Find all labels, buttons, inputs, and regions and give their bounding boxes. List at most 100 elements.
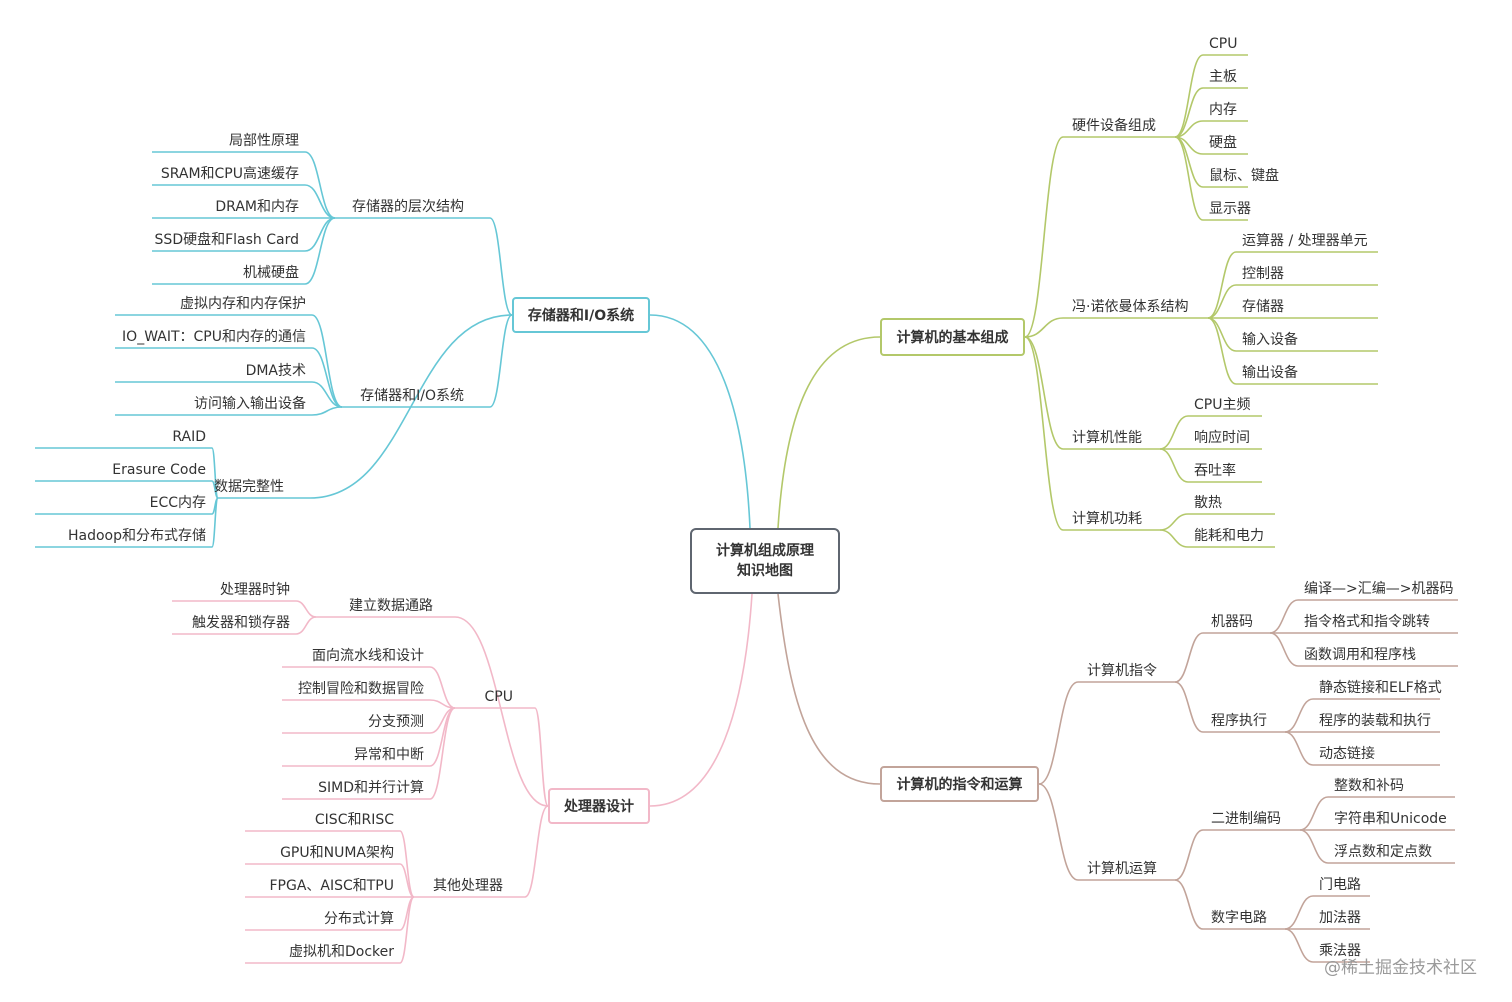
leaf-node[interactable]: IO_WAIT：CPU和内存的通信 (122, 329, 306, 345)
instruction-subgroup[interactable]: 程序执行 (1211, 713, 1267, 729)
leaf-node[interactable]: 机械硬盘 (243, 265, 299, 281)
leaf-node[interactable]: 散热 (1194, 495, 1222, 511)
connector-line (534, 707, 549, 807)
leaf-node[interactable]: 编译—>汇编—>机器码 (1304, 581, 1454, 597)
basic-group-1[interactable]: 冯·诺依曼体系结构 (1072, 299, 1189, 315)
leaf-node[interactable]: 能耗和电力 (1194, 528, 1264, 544)
leaf-node[interactable]: 触发器和锁存器 (192, 615, 290, 631)
leaf-node[interactable]: 存储器 (1242, 299, 1284, 315)
storage-group-0[interactable]: 存储器的层次结构 (352, 199, 464, 215)
leaf-node[interactable]: ECC内存 (149, 495, 206, 511)
processor-group-0[interactable]: 建立数据通路 (349, 598, 433, 614)
leaf-node[interactable]: 乘法器 (1319, 943, 1361, 959)
leaf-node[interactable]: SSD硬盘和Flash Card (154, 232, 299, 248)
connector-line (1024, 336, 1064, 450)
leaf-node[interactable]: DMA技术 (245, 363, 306, 379)
connector-line (1159, 448, 1189, 483)
branch-instructions-arithmetic[interactable]: 计算机的指令和运算 (880, 766, 1039, 802)
leaf-node[interactable]: 输入设备 (1242, 332, 1298, 348)
connector-line (524, 805, 549, 898)
leaf-node[interactable]: 硬盘 (1209, 135, 1237, 151)
basic-group-0[interactable]: 硬件设备组成 (1072, 118, 1156, 134)
leaf-node[interactable]: GPU和NUMA架构 (280, 845, 394, 861)
leaf-node[interactable]: 内存 (1209, 102, 1237, 118)
leaf-node[interactable]: 浮点数和定点数 (1334, 844, 1432, 860)
instruction-group-0[interactable]: 计算机指令 (1087, 663, 1157, 679)
connector-line (304, 217, 336, 252)
connector-line (1159, 513, 1189, 531)
instruction-group-1[interactable]: 计算机运算 (1087, 861, 1157, 877)
leaf-node[interactable]: 输出设备 (1242, 365, 1298, 381)
leaf-node[interactable]: 门电路 (1319, 877, 1361, 893)
connector-line (1038, 783, 1079, 881)
branch-storage-io[interactable]: 存储器和I/O系统 (512, 297, 650, 333)
processor-group-1[interactable]: CPU (484, 689, 513, 705)
center-node[interactable]: 计算机组成原理 知识地图 (690, 528, 840, 594)
connector-line (1174, 632, 1204, 683)
leaf-node[interactable]: 面向流水线和设计 (312, 648, 424, 664)
leaf-node[interactable]: FPGA、AISC和TPU (269, 878, 394, 894)
connector-line (295, 616, 317, 635)
connector-line (1159, 529, 1189, 548)
connector-line (311, 406, 343, 416)
leaf-node[interactable]: RAID (172, 429, 206, 445)
leaf-node[interactable]: 分支预测 (368, 714, 424, 730)
leaf-node[interactable]: 动态链接 (1319, 746, 1375, 762)
leaf-node[interactable]: 吞吐率 (1194, 463, 1236, 479)
connector-line (309, 314, 513, 499)
leaf-node[interactable]: 静态链接和ELF格式 (1319, 680, 1442, 696)
leaf-node[interactable]: 分布式计算 (324, 911, 394, 927)
leaf-node[interactable]: Erasure Code (112, 462, 206, 478)
leaf-node[interactable]: 加法器 (1319, 910, 1361, 926)
connector-line (304, 184, 336, 219)
leaf-node[interactable]: 异常和中断 (354, 747, 424, 763)
processor-group-2[interactable]: 其他处理器 (433, 878, 503, 894)
connector-line (649, 593, 753, 807)
leaf-node[interactable]: 控制冒险和数据冒险 (298, 681, 424, 697)
connector-line (777, 593, 881, 785)
leaf-node[interactable]: SIMD和并行计算 (318, 780, 424, 796)
leaf-node[interactable]: 虚拟内存和内存保护 (180, 296, 306, 312)
connector-line (1207, 317, 1237, 352)
leaf-node[interactable]: Hadoop和分布式存储 (67, 528, 206, 544)
connector-line (429, 666, 456, 709)
leaf-node[interactable]: CPU主频 (1194, 397, 1251, 413)
leaf-node[interactable]: 虚拟机和Docker (288, 944, 394, 960)
connector-line (304, 151, 336, 219)
leaf-node[interactable]: 指令格式和指令跳转 (1304, 614, 1430, 630)
leaf-node[interactable]: 主板 (1209, 69, 1237, 85)
instruction-subgroup[interactable]: 二进制编码 (1211, 811, 1281, 827)
connector-line (304, 217, 336, 285)
leaf-node[interactable]: 访问输入输出设备 (194, 396, 306, 412)
leaf-node[interactable]: 显示器 (1209, 201, 1251, 217)
leaf-node[interactable]: 响应时间 (1194, 430, 1250, 446)
leaf-node[interactable]: 运算器 / 处理器单元 (1242, 233, 1368, 249)
leaf-node[interactable]: CISC和RISC (314, 812, 394, 828)
basic-group-2[interactable]: 计算机性能 (1072, 430, 1142, 446)
instruction-subgroup[interactable]: 数字电路 (1211, 910, 1267, 926)
connector-line (211, 497, 219, 548)
storage-group-2[interactable]: 数据完整性 (214, 479, 284, 495)
branch-processor-design[interactable]: 处理器设计 (548, 788, 650, 824)
connector-line (1174, 54, 1204, 138)
basic-group-3[interactable]: 计算机功耗 (1072, 511, 1142, 527)
leaf-node[interactable]: DRAM和内存 (215, 199, 299, 215)
leaf-node[interactable]: SRAM和CPU高速缓存 (160, 166, 299, 182)
connector-line (1174, 829, 1204, 881)
leaf-node[interactable]: 函数调用和程序栈 (1304, 647, 1416, 663)
leaf-node[interactable]: 控制器 (1242, 266, 1284, 282)
branch-basic-composition[interactable]: 计算机的基本组成 (880, 318, 1025, 356)
leaf-node[interactable]: 处理器时钟 (220, 582, 290, 598)
leaf-node[interactable]: CPU (1209, 36, 1238, 52)
leaf-node[interactable]: 整数和补码 (1334, 778, 1404, 794)
instruction-subgroup[interactable]: 机器码 (1211, 614, 1253, 630)
connector-line (1284, 928, 1314, 963)
leaf-node[interactable]: 局部性原理 (229, 133, 299, 149)
leaf-node[interactable]: 字符串和Unicode (1334, 811, 1447, 827)
leaf-node[interactable]: 鼠标、键盘 (1209, 168, 1279, 184)
leaf-node[interactable]: 程序的装载和执行 (1319, 713, 1431, 729)
storage-group-1[interactable]: 存储器和I/O系统 (360, 388, 464, 404)
center-title-line1: 计算机组成原理 (716, 543, 814, 559)
connector-line (777, 336, 881, 529)
connector-line (649, 314, 751, 529)
